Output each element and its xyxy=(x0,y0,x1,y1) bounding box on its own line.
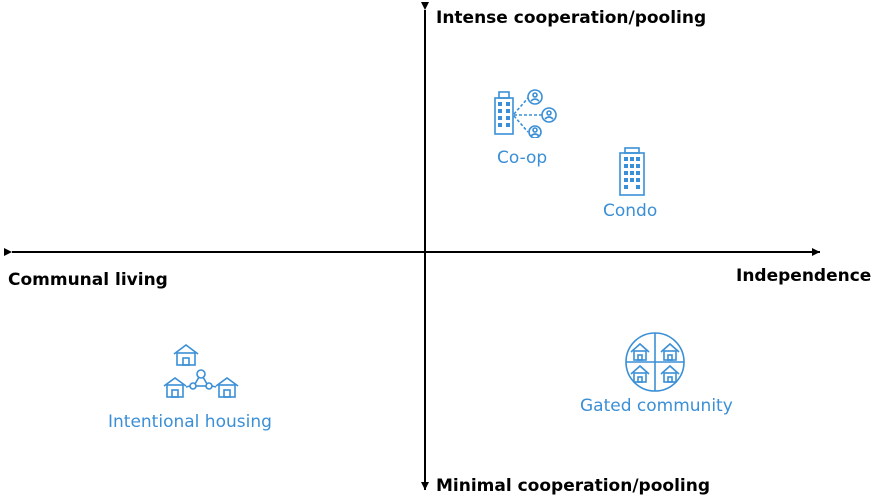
houses-in-circle-icon xyxy=(625,332,685,392)
gated-community-label: Gated community xyxy=(580,396,733,416)
connected-houses-icon xyxy=(163,344,239,398)
coop-label: Co-op xyxy=(497,148,548,168)
axis-label-left: Communal living xyxy=(8,270,168,290)
axis-label-bottom: Minimal cooperation/pooling xyxy=(436,476,710,496)
axis-label-right: Independence xyxy=(736,266,872,286)
building-with-people-icon xyxy=(494,89,557,138)
building-icon xyxy=(619,147,645,196)
intentional-housing-label: Intentional housing xyxy=(108,412,272,432)
axis-label-top: Intense cooperation/pooling xyxy=(436,8,707,28)
condo-label: Condo xyxy=(603,201,658,221)
